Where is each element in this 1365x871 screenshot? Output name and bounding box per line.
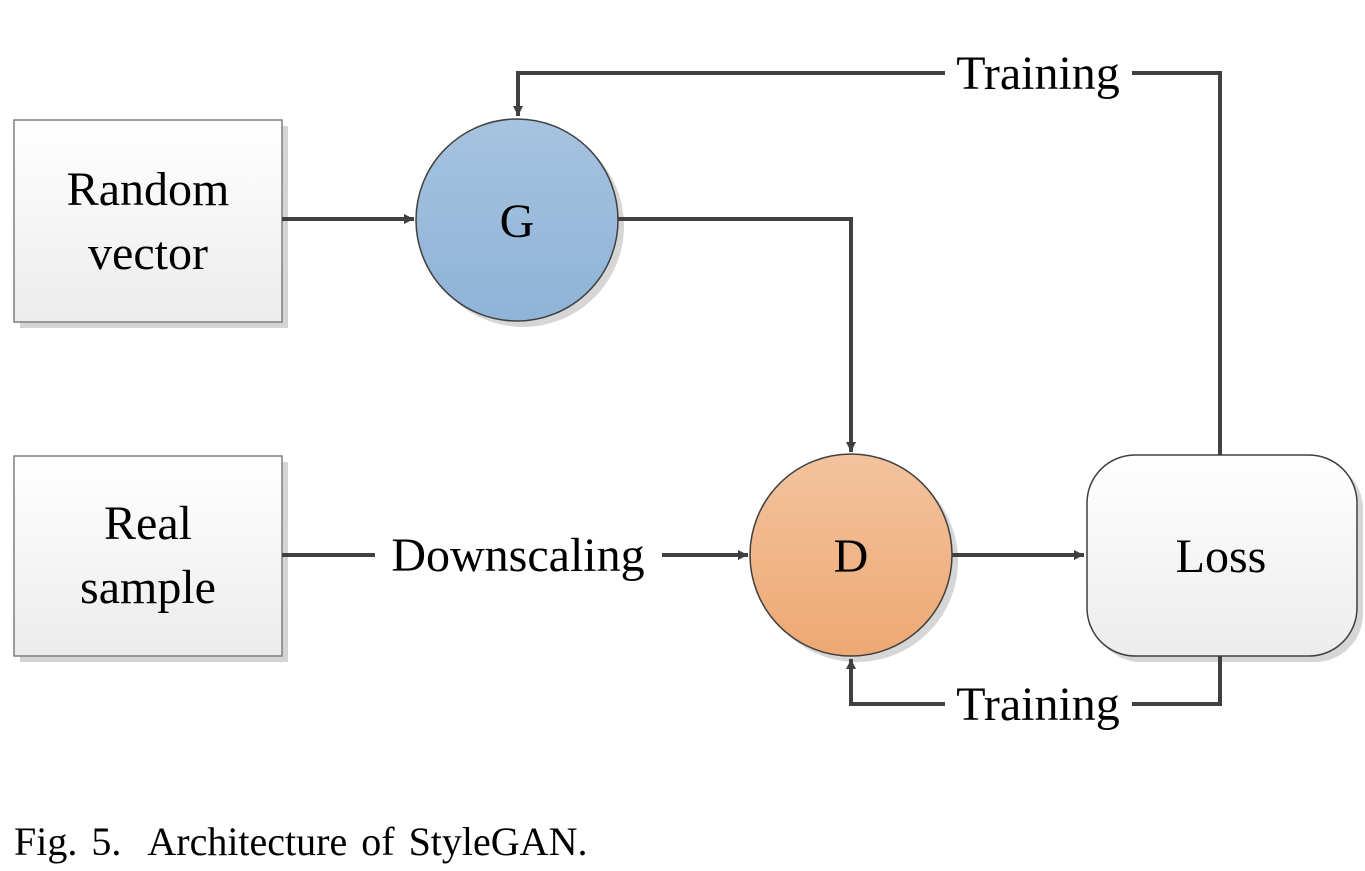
edge-training-top-to-g [513,71,945,116]
training-bottom-label: Training [956,678,1120,731]
edge-training-bottom-to-d [846,659,945,706]
edge-g-to-d [618,217,856,452]
real-sample-box: Real sample [13,455,283,657]
loss-node: Loss [1086,454,1358,657]
loss-label: Loss [1176,530,1267,583]
figure-number: Fig. 5. [14,819,122,864]
generator-label: G [500,195,535,248]
edge-loss-to-training-bottom [1132,656,1222,706]
figure-caption: Fig. 5. Architecture of StyleGAN. [14,818,587,865]
generator-node: G [415,118,619,322]
discriminator-node: D [749,453,953,657]
discriminator-label: D [834,530,869,583]
training-top-label: Training [956,47,1120,100]
real-sample-label-line2: sample [80,561,216,614]
real-sample-label-line1: Real [104,497,192,550]
edge-loss-to-training-top [1132,71,1222,455]
random-vector-label-line2: vector [88,227,208,280]
figure-caption-text: Architecture of StyleGAN. [147,819,588,864]
downscaling-label: Downscaling [391,529,644,582]
random-vector-label-line1: Random [67,163,230,216]
random-vector-box: Random vector [13,119,283,323]
